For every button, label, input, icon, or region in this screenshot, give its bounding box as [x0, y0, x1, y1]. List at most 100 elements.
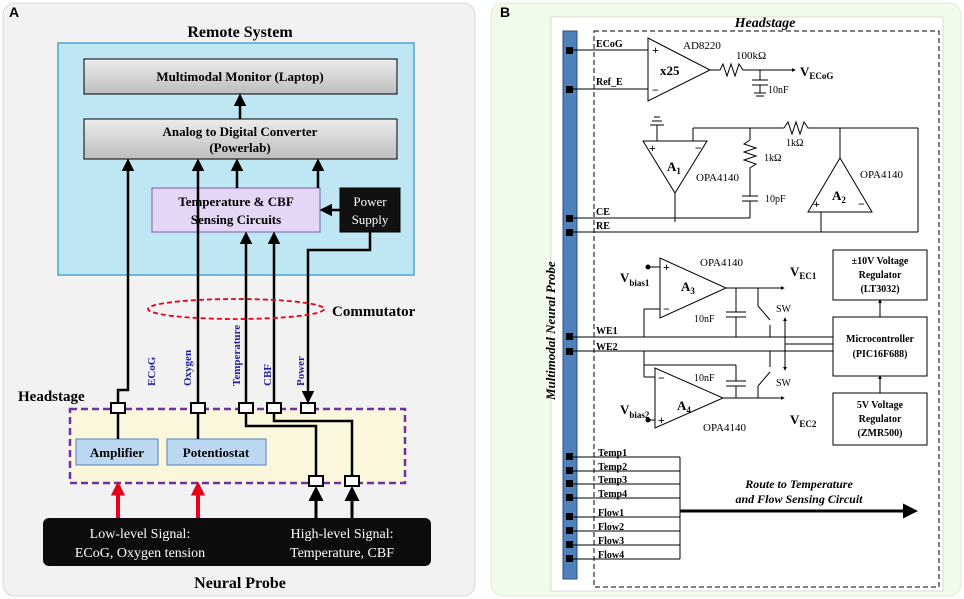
commutator-label: Commutator: [332, 304, 416, 320]
a3-plus: +: [663, 260, 670, 274]
vbias1-label: Vbias1: [620, 270, 650, 288]
neural-probe-bar: [43, 518, 431, 566]
c10nf-a4-label: 10nF: [694, 373, 715, 384]
ecog-wire: [116, 158, 135, 403]
mcu-line2: (PIC16F688): [853, 349, 908, 360]
wire-label-power: Power: [295, 356, 307, 386]
reg5-line1: 5V Voltage: [857, 400, 904, 411]
remote-system-title: Remote System: [187, 24, 293, 41]
cbf-internal-wire: [272, 413, 354, 476]
r1k-vertical-label: 1kΩ: [764, 153, 781, 164]
a2-opa-label: OPA4140: [860, 169, 903, 181]
headstage-label-b: Headstage: [734, 16, 796, 31]
low-level-line2: ECoG, Oxygen tension: [75, 546, 205, 561]
connector-oxygen: [190, 402, 206, 414]
high-level-line2: Temperature, CBF: [290, 546, 394, 561]
connector-ecog: [110, 402, 126, 414]
vecog-label: VECoG: [800, 64, 833, 81]
a3-opa-label: OPA4140: [700, 257, 743, 269]
sw1-label: SW: [776, 304, 792, 315]
monitor-label: Multimodal Monitor (Laptop): [156, 69, 323, 84]
sensor-bus: [573, 456, 918, 560]
adc-block: [83, 118, 398, 160]
regulator-5v-box: [832, 392, 928, 446]
temp-internal-wire: [244, 413, 318, 476]
reg10-line2: Regulator: [859, 270, 902, 281]
temp3-label: Temp3: [598, 475, 627, 486]
reg5-line3: (ZMR500): [858, 428, 903, 439]
circuit-area: [550, 16, 944, 592]
probe-bar: [562, 30, 578, 580]
ad8220-plus: +: [652, 43, 659, 57]
vec1-label: VEC1: [790, 264, 817, 281]
headstage-label-a: Headstage: [18, 389, 85, 405]
a2-plus: +: [813, 197, 820, 211]
power-supply-block: [339, 187, 401, 233]
power-label-line1: Power: [353, 194, 387, 209]
flow4-label: Flow4: [598, 550, 624, 561]
probe-label: Multimodal Neural Probe: [543, 261, 558, 401]
r100k-label: 100kΩ: [736, 50, 766, 62]
sw2-label: SW: [776, 378, 792, 389]
panel-a: A Remote System Multimodal Monitor (Lapt…: [2, 2, 476, 597]
adc-label-line2: (Powerlab): [209, 140, 270, 155]
a1-label: A1: [667, 159, 681, 176]
connector-power: [300, 402, 316, 414]
panel-b: B Headstage Multimodal Neural Probe: [490, 2, 962, 597]
flow3-label: Flow3: [598, 536, 624, 547]
re-pin-label: RE: [596, 221, 610, 232]
ecog-pin-label: ECoG: [596, 39, 623, 50]
sensing-circuits-block: [151, 187, 321, 233]
potentiostat-label: Potentiostat: [183, 445, 250, 460]
wire-label-ecog: ECoG: [146, 356, 158, 386]
mcu-line1: Microcontroller: [846, 334, 914, 345]
c10pf-label: 10pF: [765, 194, 786, 205]
neural-probe-label: Neural Probe: [194, 575, 286, 592]
a2-label: A2: [832, 188, 846, 205]
adc-label-line1: Analog to Digital Converter: [163, 124, 318, 139]
reg10-line1: ±10V Voltage: [852, 256, 909, 267]
sensing-label-line1: Temperature & CBF: [178, 194, 294, 209]
temp1-label: Temp1: [598, 448, 627, 459]
a3-label: A3: [681, 279, 695, 296]
a4-plus: +: [658, 413, 665, 427]
wire-label-oxygen: Oxygen: [182, 350, 194, 386]
connector-temp-bottom: [308, 475, 324, 487]
low-level-line1: Low-level Signal:: [90, 527, 191, 542]
power-label-line2: Supply: [352, 212, 389, 227]
high-level-line1: High-level Signal:: [290, 527, 393, 542]
monitor-block: [83, 58, 398, 95]
power-wire: [301, 232, 372, 404]
flow2-label: Flow2: [598, 522, 624, 533]
potentiostat-block: [166, 438, 267, 466]
reg10-line3: (LT3032): [860, 284, 899, 295]
ref-e-pin-label: Ref_E: [596, 77, 623, 88]
a2-minus: −: [858, 197, 865, 211]
route-line1: Route to Temperature: [744, 477, 853, 491]
a1-opa-label: OPA4140: [696, 172, 739, 184]
headstage-box-b: [593, 30, 940, 588]
c10nf-a3-label: 10nF: [694, 314, 715, 325]
a1-minus: −: [695, 141, 702, 155]
a4-minus: −: [658, 371, 665, 385]
a3-minus: −: [663, 302, 670, 316]
ad8220-label: AD8220: [683, 40, 721, 52]
wire-label-cbf: CBF: [262, 364, 274, 386]
c10nf-label: 10nF: [768, 85, 789, 96]
a1-plus: +: [649, 141, 656, 155]
connector-temperature: [238, 402, 254, 414]
connector-cbf-bottom: [344, 475, 360, 487]
ad8220-minus: −: [652, 83, 659, 97]
potentiostat-section: [573, 116, 919, 233]
microcontroller-box: [832, 316, 928, 377]
r1k-horizontal-label: 1kΩ: [786, 138, 803, 149]
gain-label: x25: [660, 63, 680, 78]
amplifier-label: Amplifier: [90, 445, 144, 460]
a4-opa-label: OPA4140: [703, 422, 746, 434]
we1-pin-label: WE1: [596, 326, 618, 337]
ecog-section: [573, 37, 796, 102]
regulator-10v-box: [832, 249, 928, 301]
amperometric-section: [573, 257, 882, 429]
a4-label: A4: [677, 398, 691, 415]
